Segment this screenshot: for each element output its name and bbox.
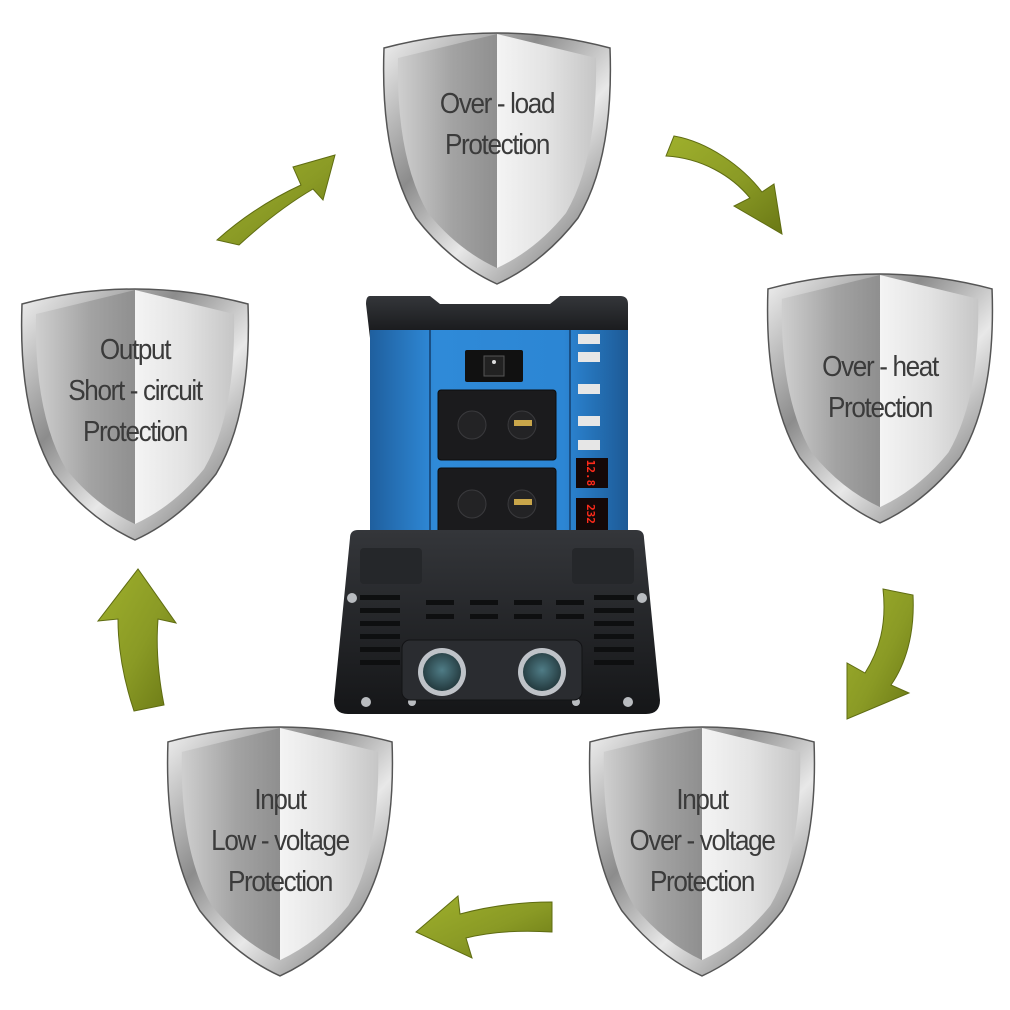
arrow-to-input-lowvoltage: [415, 895, 553, 959]
shield-line: Output: [99, 334, 172, 366]
shield-line: Short - circuit: [68, 375, 203, 407]
arrow-to-overload: [215, 154, 336, 246]
shield-line: Protection: [82, 416, 188, 448]
shield-icon: [20, 288, 250, 541]
shield-icon: [382, 32, 612, 285]
shield-line: Over - heat: [822, 351, 939, 383]
arrow-to-overheat: [665, 135, 783, 235]
display-voltage-top: 12.8: [584, 460, 597, 487]
display-voltage-bottom: 232: [584, 504, 597, 524]
shield-line: Input: [254, 784, 307, 816]
shield-line: Low - voltage: [211, 825, 350, 857]
power-inverter-image: 12.8 232: [334, 296, 660, 714]
shield-line: Protection: [227, 866, 333, 898]
shield-label-output-short-circuit: Output Short - circuit Protection: [28, 330, 242, 453]
shield-label-overheat: Over - heat Protection: [774, 347, 986, 429]
shield-line: Protection: [444, 129, 550, 161]
shield-line: Over - voltage: [629, 825, 775, 857]
arrow-to-input-overvoltage: [846, 588, 914, 720]
shield-line: Protection: [827, 392, 933, 424]
shield-label-input-overvoltage: Input Over - voltage Protection: [596, 780, 808, 903]
shield-icon: [166, 726, 394, 977]
shield-line: Over - load: [439, 88, 556, 120]
shield-label-overload: Over - load Protection: [390, 84, 604, 166]
shield-line: Protection: [649, 866, 755, 898]
shield-line: Input: [676, 784, 729, 816]
shield-icon: [766, 273, 994, 524]
shield-label-input-lowvoltage: Input Low - voltage Protection: [174, 780, 386, 903]
arrow-to-output-short-circuit: [96, 568, 178, 712]
shield-icon: [588, 726, 816, 977]
